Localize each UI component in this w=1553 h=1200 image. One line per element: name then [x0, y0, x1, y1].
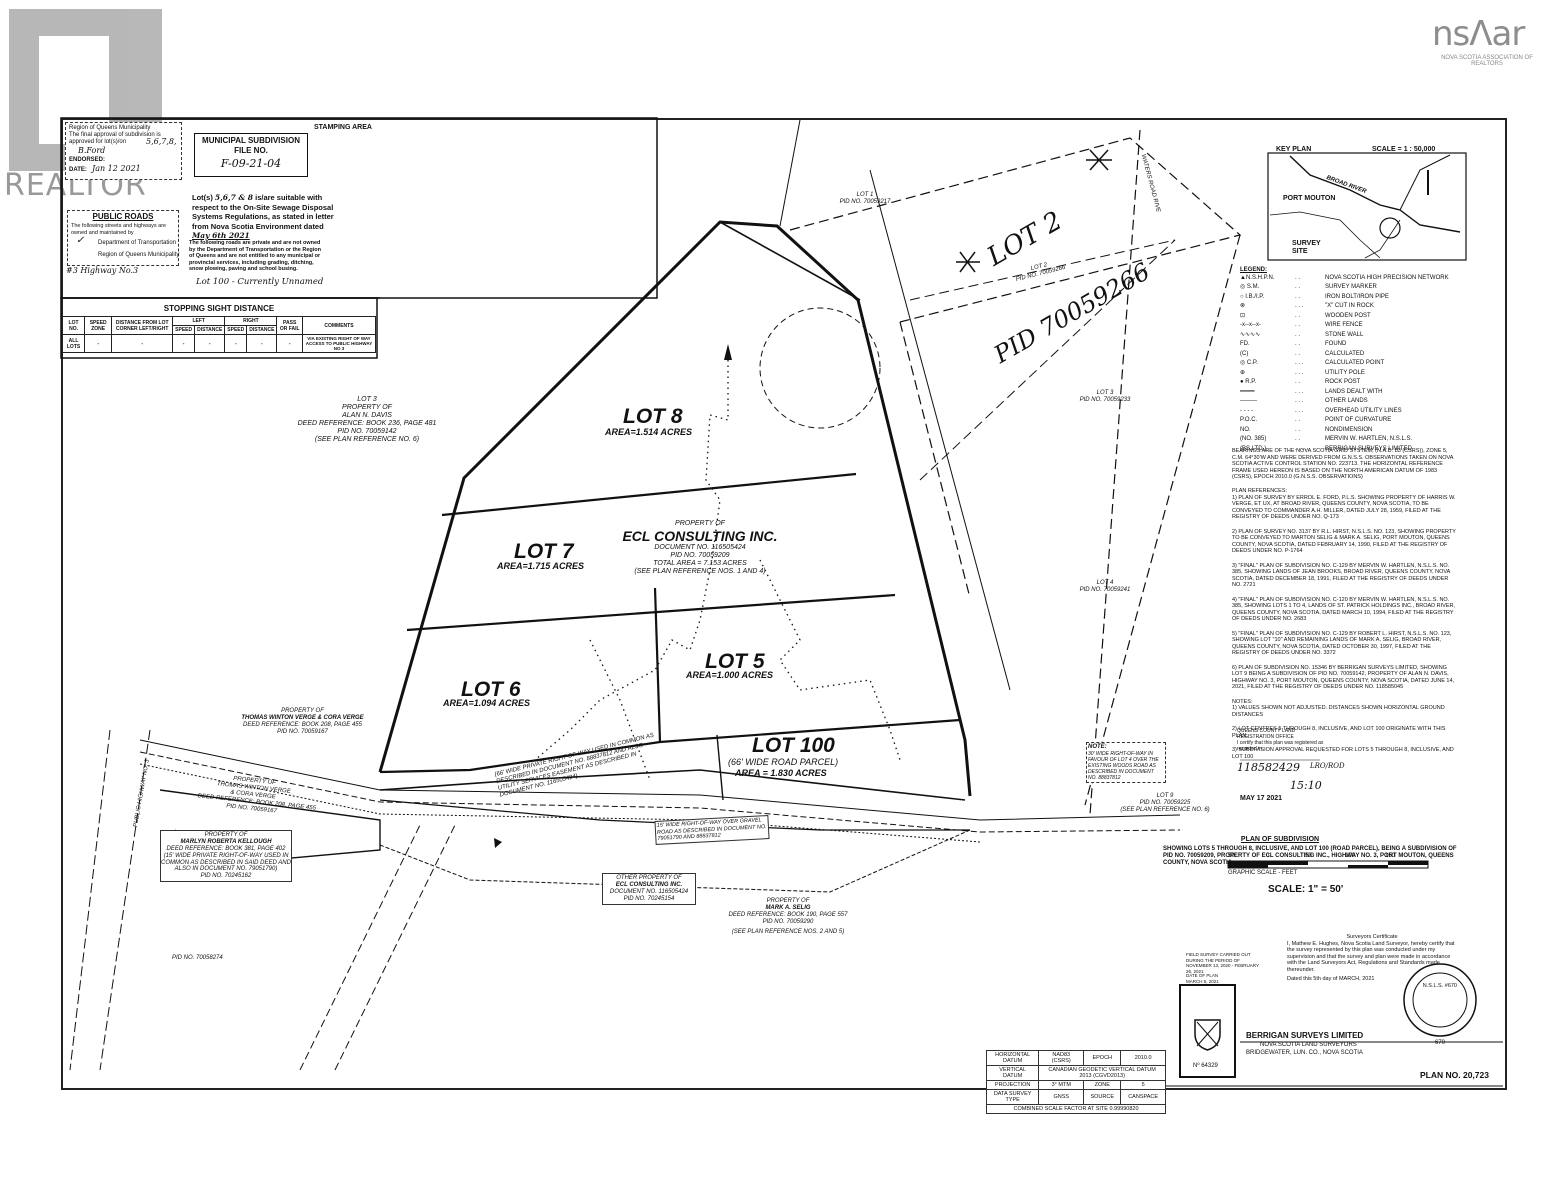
legend-item: (BS.LTD.). . . .BERRIGAN SURVEYS LIMITED [1240, 445, 1412, 452]
sight-distance-table: LOT NO. SPEED ZONE DISTANCE FROM LOT COR… [61, 316, 377, 353]
plan-number: PLAN NO. 20,723 [1420, 1070, 1489, 1080]
public-roads-box: PUBLIC ROADS The following streets and h… [67, 210, 179, 266]
graphic-scale-label: GRAPHIC SCALE - FEET [1228, 870, 1298, 876]
lot-3-label: LOT 3 PID NO. 70059233 [1079, 390, 1131, 403]
lot-4-label: LOT 4 PID NO. 70059241 [1079, 580, 1131, 593]
legend-item: NO.. .NONDIMENSION [1240, 426, 1373, 433]
legend-item: -x--x--x-. .WIRE FENCE [1240, 322, 1363, 329]
field-survey-info: FIELD SURVEY CARRIED OUT DURING THE PERI… [1186, 952, 1259, 974]
scale-label: SCALE: 1" = 50' [1268, 884, 1344, 895]
legend-item: P.O.C.. .POINT OF CURVATURE [1240, 417, 1392, 424]
sight-distance-title: STOPPING SIGHT DISTANCE [163, 304, 275, 313]
lot-100-sub: (66' WIDE ROAD PARCEL) [728, 757, 839, 767]
pid-70058274-label: PID NO. 70058274 [172, 955, 223, 961]
ecl-property-label: PROPERTY OF ECL CONSULTING INC. DOCUMENT… [622, 520, 778, 576]
registration-time: 15:10 [1290, 779, 1322, 792]
company-name: BERRIGAN SURVEYS LIMITED [1246, 1031, 1364, 1040]
verge-property-label: PROPERTY OF THOMAS WINTON VERGE & CORA V… [241, 708, 364, 735]
company-sub1: NOVA SCOTIA LAND SURVEYORS [1260, 1042, 1357, 1048]
lot-8-area: AREA=1.514 ACRES [605, 427, 692, 437]
legend-item: ◎ C.P.. . .CALCULATED POINT [1240, 360, 1385, 367]
lot-5-area: AREA=1.000 ACRES [686, 670, 773, 680]
stamping-area-label: STAMPING AREA [314, 124, 372, 131]
septic-approval-text: Lot(s) 5,6,7 & 8 is/are suitable with re… [192, 193, 334, 240]
private-roads-text: The following roads are private and are … [189, 240, 322, 272]
legend-item: ∿∿∿∿. .STONE WALL [1240, 331, 1364, 338]
legend-item: ◎ S.M.. .SURVEY MARKER [1240, 284, 1377, 291]
nsar-subtitle: NOVA SCOTIA ASSOCIATION OF REALTORS [1441, 55, 1533, 67]
note-box-right: NOTE: 30' WIDE RIGHT-OF-WAY IN FAVOUR OF… [1086, 742, 1166, 783]
private-roads-handwritten: Lot 100 - Currently Unnamed [196, 277, 324, 287]
registration-doc-no: 118582429 [1237, 761, 1300, 774]
table-row: ALL LOTS - - - - - - - VIA EXISTING RIGH… [61, 334, 377, 353]
lot-1-label: LOT 1 PID NO. 70059217 [839, 192, 891, 205]
legend-item: (C). .CALCULATED [1240, 350, 1365, 357]
selig-property-label: PROPERTY OF MARK A. SELIG DEED REFERENCE… [728, 898, 848, 935]
lot-6-area: AREA=1.094 ACRES [443, 698, 530, 708]
lot-3-davis-label: LOT 3 PROPERTY OF ALAN N. DAVIS DEED REF… [297, 396, 437, 444]
check-mark-icon: ✓ [76, 235, 85, 246]
legend: LEGEND: ▲N.S.H.P.N.. .NOVA SCOTIA HIGH P… [1240, 267, 1470, 454]
lot-8-label: LOT 8 [623, 405, 683, 428]
kellough-property-box: PROPERTY OF MARLYN ROBERTA KELLOUGH DEED… [160, 830, 292, 883]
legend-item: FD.. .FOUND [1240, 341, 1347, 348]
registration-stamp: QUEENS COUNTY LAND REGISTRATION OFFICE I… [1237, 728, 1324, 752]
legend-item: ● R.P.. .ROCK POST [1240, 379, 1361, 386]
legend-item: ○ I.B./I.P.. .IRON BOLT/IRON PIPE [1240, 293, 1389, 300]
legend-item: ▲N.S.H.P.N.. .NOVA SCOTIA HIGH PRECISION… [1240, 274, 1449, 281]
legend-item: ⊕. . .UTILITY POLE [1240, 369, 1365, 376]
date-of-plan: DATE OF PLAN MARCH 5, 2021 [1186, 973, 1219, 984]
surveyor-certificate: Surveyors Certificate I, Mathew E. Hughe… [1287, 934, 1457, 989]
lot-100-area: AREA = 1.830 ACRES [735, 768, 827, 778]
plan-description: SHOWING LOTS 5 THROUGH 8, INCLUSIVE, AND… [1163, 846, 1457, 866]
lot-6-label: LOT 6 [461, 678, 521, 701]
key-plan-title: KEY PLAN [1276, 146, 1312, 153]
seal-number: 670 [1434, 1040, 1445, 1046]
stamp-number: Nº 64329 [1193, 1063, 1218, 1069]
legend-item: ⊡. .WOODEN POST [1240, 312, 1371, 319]
plan-title: PLAN OF SUBDIVISION [1240, 836, 1320, 843]
lot-9-label: LOT 9 PID NO. 70059225 (SEE PLAN REFEREN… [1120, 793, 1210, 813]
plan-references: PLAN REFERENCES: 1) PLAN OF SURVEY BY ER… [1232, 488, 1456, 760]
legend-item: - - - -. . .OVERHEAD UTILITY LINES [1240, 407, 1402, 414]
key-plan-scale: SCALE = 1 : 50,000 [1372, 146, 1436, 153]
legend-item: ────. . .OTHER LANDS [1240, 398, 1368, 405]
registration-label: LRO/ROD [1310, 762, 1345, 770]
ecl-other-property-box: OTHER PROPERTY OF ECL CONSULTING INC. DO… [602, 873, 696, 905]
nsar-logo: nsᐱar [1432, 14, 1525, 54]
bearings-note: BEARINGS ARE OF THE NOVA SCOTIA GRID SYS… [1232, 448, 1454, 480]
legend-item: (NO. 385). .MERVIN W. HARTLEN, N.S.L.S. [1240, 436, 1413, 443]
key-plan-site: SURVEY SITE [1292, 240, 1321, 256]
legend-item: ━━━━. . .LANDS DEALT WITH [1240, 388, 1383, 395]
company-sub2: BRIDGEWATER, LUN. CO., NOVA SCOTIA [1246, 1050, 1363, 1056]
lot-7-label: LOT 7 [514, 540, 574, 563]
legend-item: ⊗. . ."X" CUT IN ROCK [1240, 303, 1374, 310]
lot-5-label: LOT 5 [705, 650, 765, 673]
public-roads-handwritten: #3 Highway No.3 [66, 266, 139, 275]
municipal-file-box: MUNICIPAL SUBDIVISION FILE NO. F-09-21-0… [194, 133, 308, 177]
lot-7-area: AREA=1.715 ACRES [497, 561, 584, 571]
key-plan-town: PORT MOUTON [1283, 195, 1336, 202]
lot-100-label: LOT 100 [752, 734, 835, 757]
survey-plan-frame [61, 118, 1507, 1090]
registration-date: MAY 17 2021 [1240, 795, 1283, 802]
region-approval-box: Region of Queens Municipality The final … [65, 122, 182, 180]
